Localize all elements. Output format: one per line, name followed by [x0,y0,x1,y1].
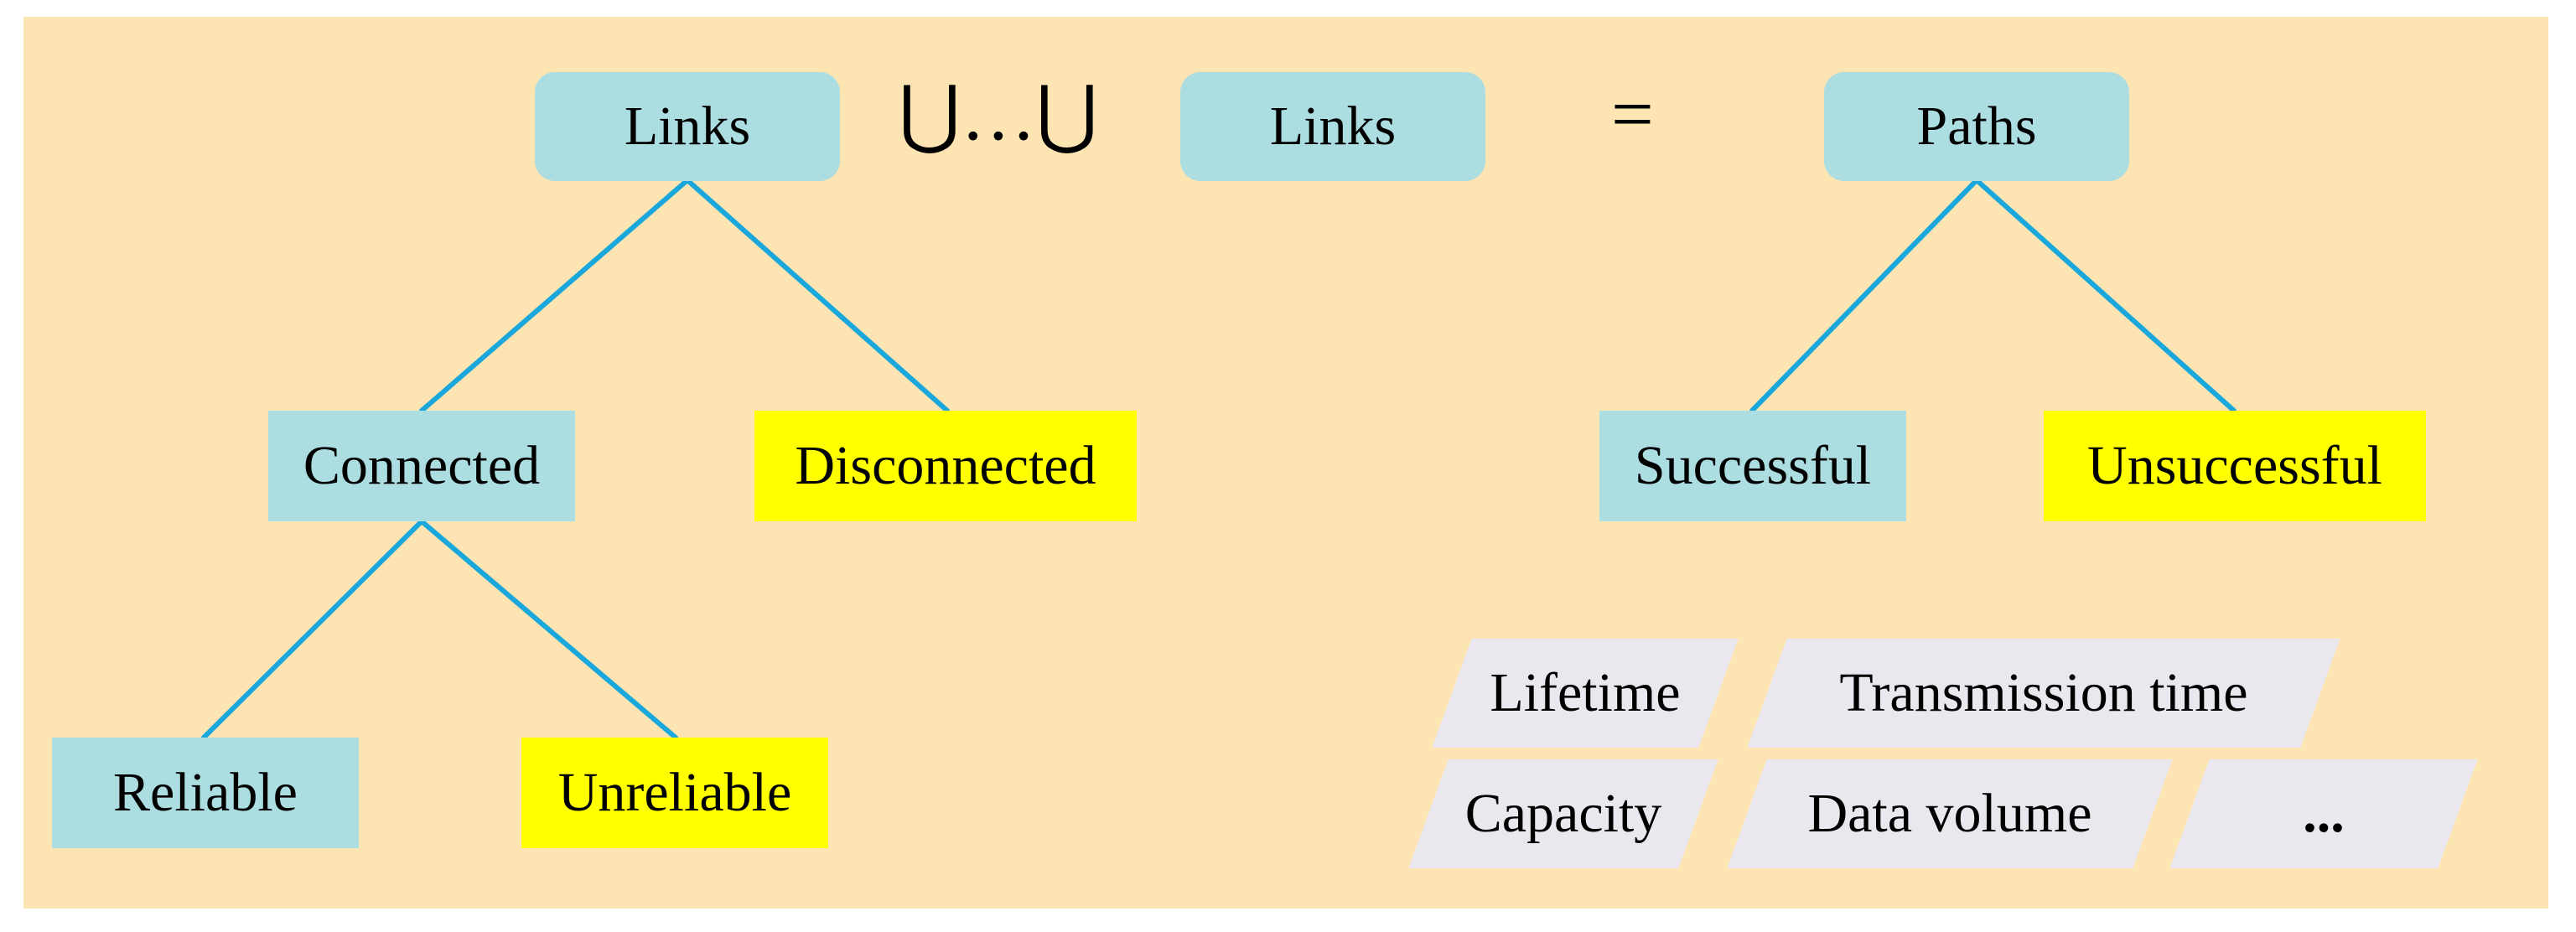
disconnected-node: Disconnected [754,411,1137,521]
unsuccessful-node: Unsuccessful [2044,411,2426,521]
reliable-node: Reliable [52,738,359,848]
edge-connected-reliable [201,519,424,740]
edge-links-connected [419,178,690,413]
edge-paths-successful [1749,178,1979,413]
metric-label-capacity: Capacity [1464,783,1662,844]
metric-label-data-volume: Data volume [1807,783,2092,844]
links-middle-node: Links [1180,72,1485,181]
links-root-node: Links [535,72,840,181]
metric-label-transmission-time: Transmission time [1839,662,2248,723]
connected-node: Connected [268,411,575,521]
metric-label-lifetime: Lifetime [1490,662,1681,723]
edge-paths-unsuccessful [1974,178,2237,413]
equals-sign: = [1611,73,1654,156]
edge-links-disconnected [685,178,950,413]
unreliable-node: Unreliable [521,738,828,848]
successful-node: Successful [1599,411,1906,521]
paths-root-node: Paths [1824,72,2129,181]
edge-connected-unreliable [419,519,678,740]
union-operator: ⋃…⋃ [899,73,1098,156]
metric-label-more: ... [2303,783,2345,844]
